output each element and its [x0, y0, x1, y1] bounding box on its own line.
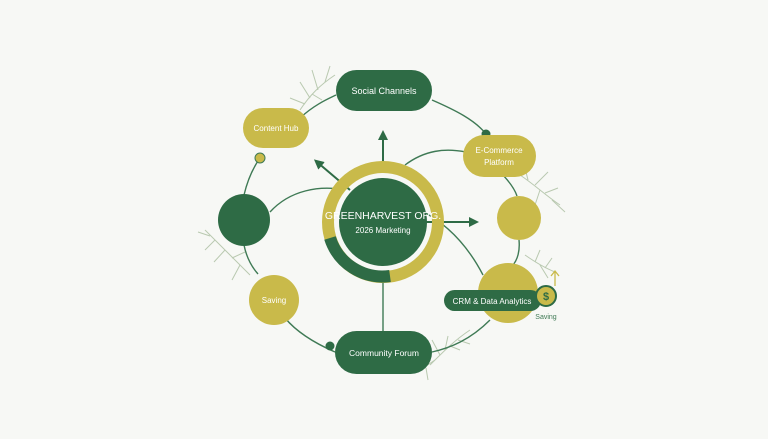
connector-right-circle-to-crm [511, 239, 520, 267]
dollar-symbol: $ [543, 291, 549, 303]
node-crm-label: CRM & Data Analytics [453, 297, 532, 306]
dollar-coin-icon: $ [535, 269, 560, 307]
node-social-channels[interactable]: Social Channels [336, 70, 432, 111]
connector-green-circle-to-content-hub [243, 157, 261, 196]
node-right-olive-circle[interactable] [497, 196, 541, 240]
center-title: GREENHARVEST ORG. [325, 210, 441, 222]
branch-left [197, 229, 251, 281]
connector-crm-to-community [431, 319, 491, 353]
node-ecommerce-platform[interactable]: E-Commerce Platform [463, 135, 536, 177]
dollar-coin-shape [535, 285, 557, 307]
node-community-forum-shape [335, 331, 432, 374]
central-hub-core [339, 178, 427, 266]
center-subtitle: 2026 Marketing [355, 226, 410, 235]
node-social-channels-label: Social Channels [351, 86, 417, 96]
connector-social-to-ecommerce [431, 99, 487, 135]
branch-top-left [283, 65, 336, 116]
connector-center-to-crm [419, 209, 484, 276]
node-social-channels-shape [336, 70, 432, 111]
connector-dot-community [325, 341, 335, 351]
node-ecommerce-shape [463, 135, 536, 177]
connector-dot-content-hub [254, 152, 266, 164]
branch-right-lower [524, 249, 556, 279]
connector-content-hub-to-social [299, 94, 337, 119]
node-saving-left[interactable]: Saving [249, 275, 299, 325]
connector-center-to-ecommerce [404, 149, 467, 166]
node-content-hub-label: Content Hub [254, 124, 299, 133]
central-hub: GREENHARVEST ORG. 2026 Marketing [322, 161, 444, 283]
node-community-forum-label: Community Forum [349, 348, 419, 358]
node-saving-left-shape [249, 275, 299, 325]
node-ecommerce-label-line2: Platform [484, 158, 514, 167]
node-community-forum[interactable]: Community Forum [335, 331, 432, 374]
connector-saving-to-green-circle [243, 244, 259, 275]
node-ecommerce-label-line1: E-Commerce [475, 146, 523, 155]
saving-right-label: Saving [535, 314, 557, 321]
dollar-arrow-up [550, 269, 560, 286]
node-saving-left-label: Saving [262, 296, 286, 305]
node-content-hub[interactable]: Content Hub [243, 108, 309, 148]
node-left-green-circle[interactable] [218, 194, 270, 246]
node-content-hub-shape [243, 108, 309, 148]
node-crm-data-analytics[interactable]: CRM & Data Analytics [444, 263, 541, 323]
central-hub-ring-green-arc [324, 235, 391, 283]
node-crm-pill [444, 290, 541, 311]
